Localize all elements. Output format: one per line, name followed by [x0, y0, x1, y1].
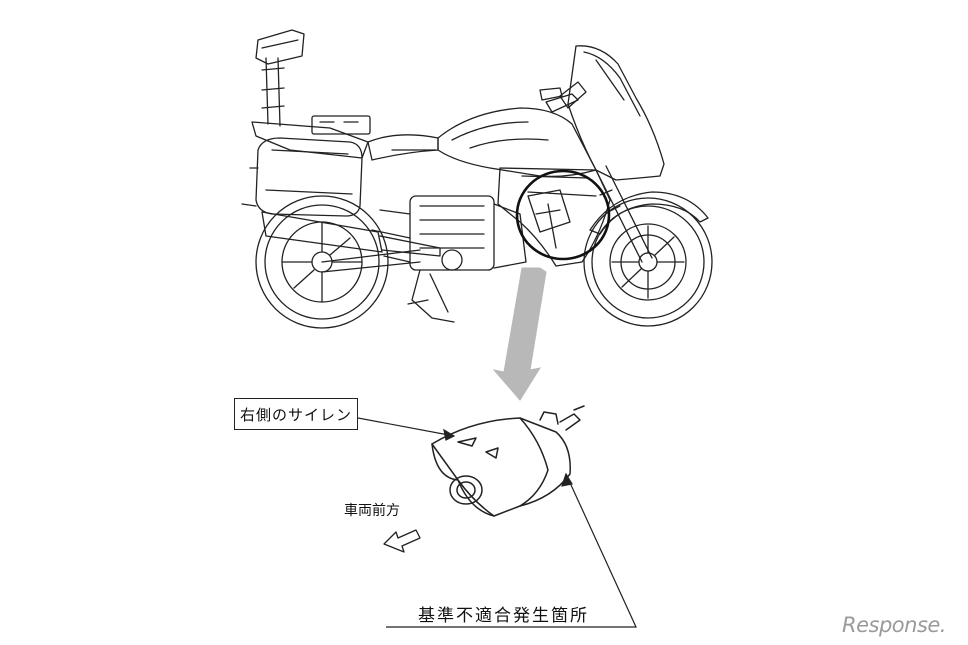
highlight-circle — [515, 169, 611, 261]
defect-location-label: 基準不適合発生箇所 — [418, 606, 589, 626]
front-direction-icon — [383, 529, 421, 553]
stand — [407, 269, 455, 323]
defect-leader-line — [386, 473, 637, 628]
exhaust — [261, 211, 441, 257]
siren-leader-line — [357, 417, 455, 437]
tail-unit — [251, 115, 371, 159]
siren-leader-arrowhead — [443, 428, 456, 441]
detail-arrow — [492, 267, 547, 401]
front-fork — [595, 165, 653, 263]
engine — [371, 195, 527, 271]
side-fairing — [497, 167, 611, 267]
seat — [367, 134, 439, 161]
front-wheel — [583, 191, 713, 327]
fuel-tank — [437, 107, 597, 178]
siren-detail — [431, 405, 585, 517]
siren-in-bike — [527, 189, 571, 249]
front-fairing — [539, 45, 665, 181]
swing-arm — [321, 249, 421, 273]
vehicle-front-label: 車両前方 — [344, 503, 400, 519]
watermark-logo: Response. — [842, 613, 946, 637]
right-siren-label: 右側のサイレン — [234, 398, 358, 430]
pannier — [241, 137, 363, 217]
defect-leader-arrowhead — [561, 472, 573, 487]
siren-pole — [255, 29, 305, 127]
